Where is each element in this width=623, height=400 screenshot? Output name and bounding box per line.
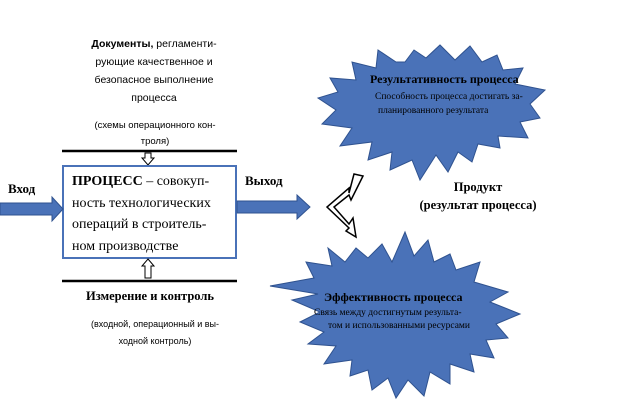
documents-block: Документы, регламенти- рующие качественн… (75, 35, 233, 107)
measurement-title: Измерение и контроль (86, 289, 214, 303)
measurement-note: (входной, операционный и вы- ходной конт… (72, 316, 238, 350)
effectiveness-star (316, 44, 547, 182)
documents-note-line-1: (схемы операционного кон- (94, 120, 216, 131)
efficiency-desc-line-1: Связь между достигнутым результа- (314, 308, 462, 318)
documents-title-line: Документы, регламенти- (75, 35, 233, 53)
documents-title: Документы, (91, 38, 154, 50)
documents-line-3: процесса (131, 92, 177, 104)
documents-title-rest: регламенти- (153, 38, 217, 50)
process-line-4: ном производстве (72, 238, 179, 254)
process-title: ПРОЦЕСС (72, 174, 143, 189)
effectiveness-desc-line-2: планированного результата (378, 106, 489, 116)
measurement-arrow-icon (140, 258, 156, 279)
measurement-note-line-1: (входной, операционный и вы- (90, 319, 220, 329)
effectiveness-desc-line-1: Способность процесса достигать за- (375, 92, 523, 102)
input-label: Вход (8, 181, 36, 196)
documents-note-line-2: троля) (140, 136, 170, 147)
process-line-3: операций в строитель- (72, 217, 207, 232)
product-label: Продукт (результат процесса) (398, 178, 558, 214)
documents-line-1: рующие качественное и (95, 56, 213, 68)
process-box (62, 165, 237, 259)
efficiency-desc: Связь между достигнутым результа- том и … (314, 307, 470, 333)
measurement-note-line-2: ходной контроль) (118, 336, 192, 346)
effectiveness-title: Результативность процесса (370, 72, 519, 86)
product-line-1: Продукт (453, 180, 503, 194)
process-line-1-rest: – совокуп- (142, 174, 210, 189)
documents-note: (схемы операционного кон- троля) (72, 118, 238, 150)
input-arrow (0, 195, 64, 223)
efficiency-star (269, 230, 522, 400)
process-line-2: ность технологических (72, 195, 211, 211)
product-line-2: (результат процесса) (419, 198, 537, 212)
documents-arrow-icon (140, 152, 156, 166)
efficiency-desc-line-2: том и использованными ресурсами (328, 321, 471, 331)
process-text: ПРОЦЕСС – совокуп- ность технологических… (72, 171, 234, 257)
documents-line-2: безопасное выполнение (94, 74, 214, 86)
output-arrow (236, 193, 311, 221)
efficiency-title: Эффективность процесса (324, 290, 463, 304)
effectiveness-desc: Способность процесса достигать за- плани… (375, 90, 523, 118)
branch-chevron-icon (325, 173, 365, 239)
process-line-1: ПРОЦЕСС – совокуп- (72, 171, 234, 193)
output-label: Выход (245, 173, 283, 188)
